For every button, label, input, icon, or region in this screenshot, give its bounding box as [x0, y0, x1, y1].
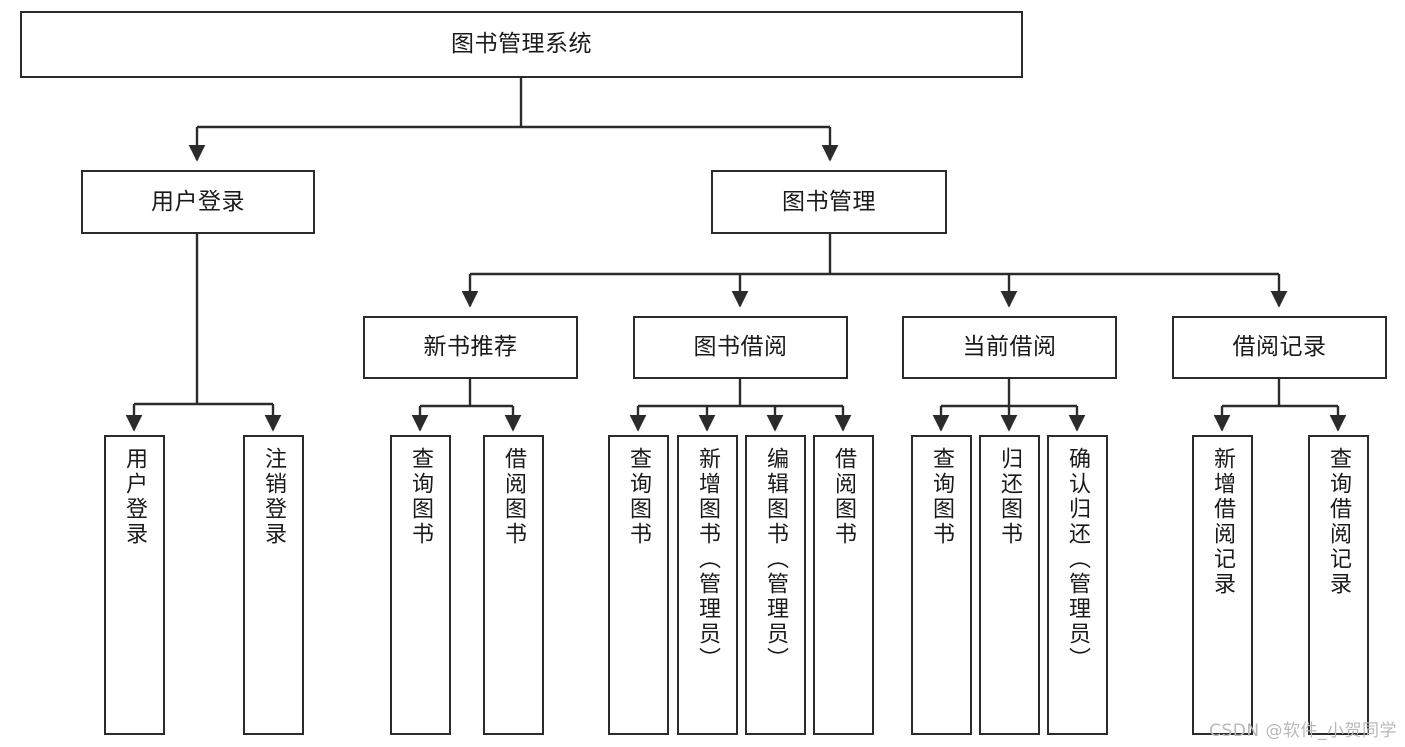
leaf-current-return-book[interactable]: 归还图书 — [979, 435, 1040, 735]
node-label: 用户登录 — [122, 447, 148, 547]
node-borrow-record[interactable]: 借阅记录 — [1172, 316, 1387, 379]
node-label: 注销登录 — [261, 447, 287, 547]
node-label: 图书借阅 — [693, 334, 788, 361]
node-label: 查询图书 — [408, 447, 434, 547]
node-user-login[interactable]: 用户登录 — [81, 170, 315, 234]
node-book-management[interactable]: 图书管理 — [711, 170, 947, 234]
node-label: 查询图书 — [626, 447, 652, 547]
node-current-borrow[interactable]: 当前借阅 — [902, 316, 1117, 379]
node-label: 当前借阅 — [962, 334, 1057, 361]
node-label: 图书管理系统 — [451, 31, 592, 58]
node-book-borrow[interactable]: 图书借阅 — [633, 316, 848, 379]
leaf-borrow-borrow-book[interactable]: 借阅图书 — [813, 435, 874, 735]
leaf-borrow-add-book-admin[interactable]: 新增图书（管理员） — [677, 435, 738, 735]
leaf-borrow-query-book[interactable]: 查询图书 — [608, 435, 669, 735]
node-label: 用户登录 — [151, 188, 245, 215]
node-new-book-recommend[interactable]: 新书推荐 — [363, 316, 578, 379]
node-label: 借阅记录 — [1232, 334, 1327, 361]
leaf-recommend-query-book[interactable]: 查询图书 — [390, 435, 451, 735]
node-root-system[interactable]: 图书管理系统 — [20, 11, 1023, 78]
node-label: 借阅图书 — [501, 447, 527, 547]
node-label: 新增图书（管理员） — [695, 447, 721, 672]
leaf-record-query-record[interactable]: 查询借阅记录 — [1308, 435, 1369, 735]
csdn-watermark: CSDN @软件_小贺同学 — [1209, 721, 1397, 741]
node-label: 图书管理 — [782, 188, 876, 215]
leaf-current-query-book[interactable]: 查询图书 — [911, 435, 972, 735]
node-label: 新增借阅记录 — [1210, 447, 1236, 597]
node-label: 确认归还（管理员） — [1065, 447, 1091, 672]
node-label: 新书推荐 — [423, 334, 518, 361]
node-label: 借阅图书 — [831, 447, 857, 547]
leaf-record-add-record[interactable]: 新增借阅记录 — [1192, 435, 1253, 735]
node-label: 查询图书 — [929, 447, 955, 547]
node-label: 归还图书 — [997, 447, 1023, 547]
node-label: 编辑图书（管理员） — [763, 447, 789, 672]
leaf-borrow-edit-book-admin[interactable]: 编辑图书（管理员） — [745, 435, 806, 735]
leaf-user-login[interactable]: 用户登录 — [104, 435, 165, 735]
node-label: 查询借阅记录 — [1326, 447, 1352, 597]
leaf-current-confirm-return-admin[interactable]: 确认归还（管理员） — [1047, 435, 1108, 735]
leaf-recommend-borrow-book[interactable]: 借阅图书 — [483, 435, 544, 735]
leaf-user-logout[interactable]: 注销登录 — [243, 435, 304, 735]
